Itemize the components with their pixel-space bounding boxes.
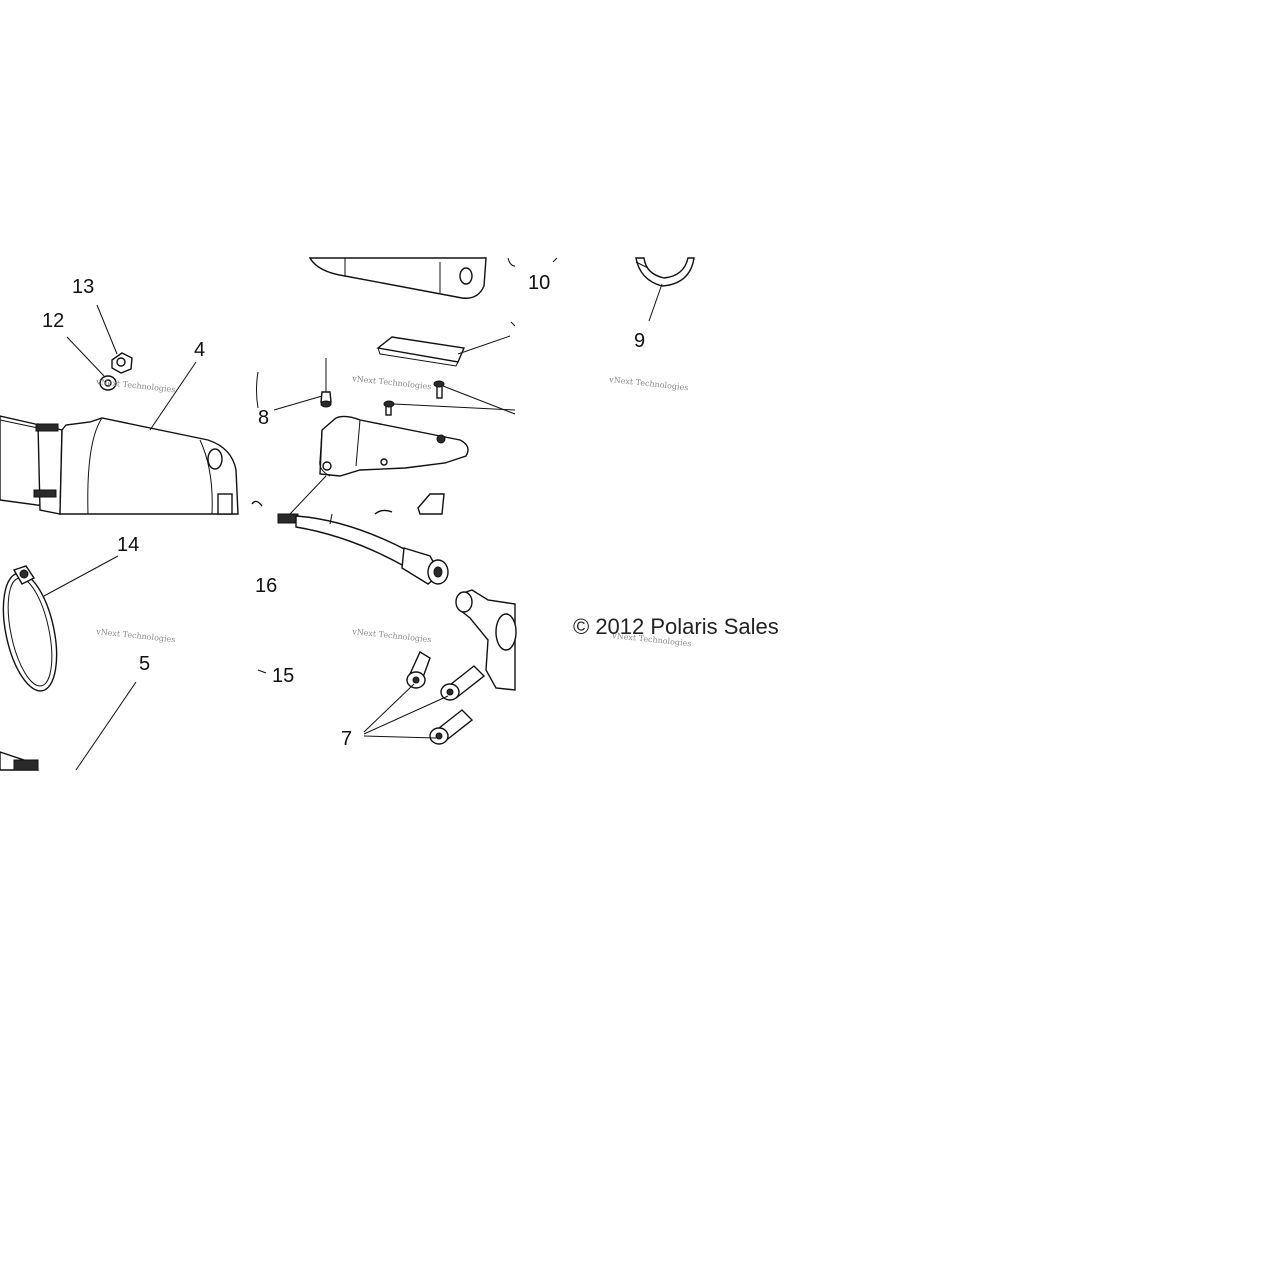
leader-screw-b: [393, 403, 516, 411]
watermark-1: vNext Technologies: [95, 377, 176, 394]
leader-bracket: [289, 475, 327, 515]
leader-7a: [363, 683, 415, 733]
watermark-5: vNext Technologies: [351, 627, 432, 644]
hose-part-16: [251, 500, 449, 585]
callout-5: 5: [139, 653, 150, 675]
leader-15: [257, 669, 267, 674]
clamp-part-9: [635, 257, 695, 287]
shaft-part-5: [0, 751, 39, 771]
callout-13: 13: [72, 276, 94, 298]
callout-9: 9: [634, 330, 645, 352]
callout-8: 8: [258, 407, 269, 429]
upper-cylinder-part: [308, 257, 516, 299]
bolt-part-7c: [429, 709, 474, 745]
callout-4: 4: [194, 339, 205, 361]
watermark-2: vNext Technologies: [351, 374, 432, 391]
nut-part-13: [111, 352, 133, 374]
leader-8: [273, 395, 323, 411]
watermark-4: vNext Technologies: [95, 627, 176, 644]
rivet-part-8: [320, 358, 332, 408]
bolt-part-7b: [440, 665, 486, 701]
leader-7b: [363, 695, 449, 735]
leader-9: [648, 283, 663, 322]
leader-5: [75, 681, 137, 771]
callout-16: 16: [255, 575, 277, 597]
callout-10: 10: [528, 272, 550, 294]
leader-pad: [457, 335, 511, 355]
leader-pad-tick: [510, 321, 516, 327]
bracket-screws: [383, 380, 445, 416]
leader-13: [96, 304, 118, 355]
watermark-3: vNext Technologies: [608, 375, 689, 392]
leader-7c: [363, 735, 437, 739]
leader-12: [66, 336, 105, 377]
starter-motor-part-4: [0, 415, 239, 515]
leader-4: [149, 361, 197, 431]
pad-block: [376, 336, 465, 367]
mounting-bracket: [319, 415, 469, 515]
leader-14: [43, 555, 119, 597]
callout-14: 14: [117, 534, 139, 556]
callout-15: 15: [272, 665, 294, 687]
copyright-notice: © 2012 Polaris Sales: [573, 614, 779, 639]
bolt-part-7a: [406, 650, 431, 689]
leader-10: [552, 257, 558, 263]
callout-12: 12: [42, 310, 64, 332]
washer-part-12: [99, 375, 117, 391]
callout-7: 7: [341, 728, 352, 750]
hose-clamp-part-14: [2, 565, 58, 692]
housing-fitting: [455, 589, 517, 691]
